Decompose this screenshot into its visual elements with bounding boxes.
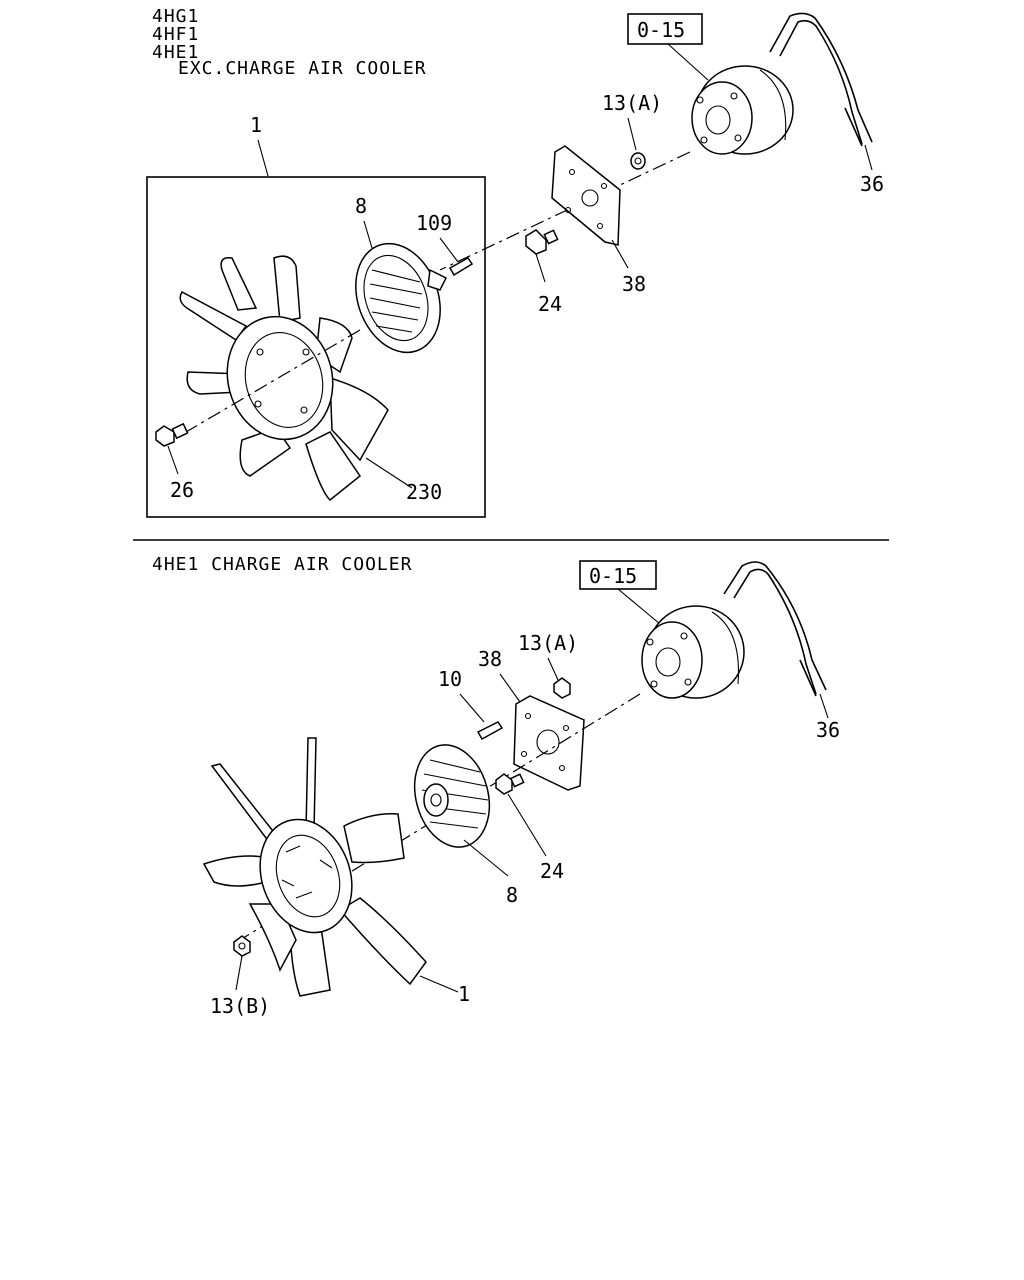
stud-10-lower — [476, 721, 504, 741]
lower-reference-label: 0-15 — [589, 564, 637, 588]
engine-code-2: 4HF1 — [152, 24, 199, 45]
fan-clutch-upper — [355, 242, 448, 354]
callout-stud-lower[interactable]: 10 — [438, 667, 462, 691]
upper-reference-label: 0-15 — [637, 18, 685, 42]
callout-nut-a-lower[interactable]: 13(A) — [518, 631, 578, 655]
callout-stud-upper[interactable]: 109 — [416, 211, 452, 235]
callout-bolt-26-upper[interactable]: 26 — [170, 478, 194, 502]
callout-bolt-24-lower[interactable]: 24 — [540, 859, 564, 883]
lower-reference-box[interactable]: 0-15 — [579, 560, 657, 590]
upper-reference-box[interactable]: 0-15 — [627, 13, 703, 45]
nut-13a-lower — [553, 677, 571, 699]
upper-condition-label: EXC.CHARGE AIR COOLER — [178, 58, 427, 79]
stud-109-upper — [448, 257, 474, 277]
engine-code-3: 4HE1 — [152, 42, 199, 63]
callout-nut-a-upper[interactable]: 13(A) — [602, 91, 662, 115]
callout-belt-upper[interactable]: 36 — [860, 172, 884, 196]
engine-code-1: 4HG1 — [152, 6, 199, 27]
callout-belt-lower[interactable]: 36 — [816, 718, 840, 742]
fan-assembly-frame — [146, 176, 486, 518]
spacer-plate-upper — [551, 145, 621, 246]
nut-13a-upper — [630, 152, 646, 170]
nut-13b-lower — [233, 935, 251, 957]
callout-spacer-lower[interactable]: 38 — [478, 647, 502, 671]
bolt-24-lower — [495, 773, 525, 795]
callout-fan-clutch-upper[interactable]: 8 — [355, 194, 367, 218]
callout-nut-b-lower[interactable]: 13(B) — [210, 994, 270, 1018]
fan-blade-upper — [179, 255, 389, 502]
callout-fan-clutch-lower[interactable]: 8 — [506, 883, 518, 907]
fan-clutch-lower — [413, 744, 491, 848]
drive-belt-upper — [769, 12, 873, 147]
callout-bolt-24-upper[interactable]: 24 — [538, 292, 562, 316]
callout-fan-assembly-upper[interactable]: 1 — [250, 113, 262, 137]
lower-condition-label: 4HE1 CHARGE AIR COOLER — [152, 554, 412, 575]
fan-lower — [202, 737, 427, 997]
bolt-26-upper — [155, 422, 189, 447]
upper-section: 4HG1 4HF1 4HE1 EXC.CHARGE AIR COOLER 0-1… — [146, 6, 884, 518]
drive-belt-lower — [723, 561, 827, 697]
bolt-24-upper — [525, 229, 559, 255]
callout-fan-blade-upper[interactable]: 230 — [406, 480, 442, 504]
water-pump-pulley-lower — [641, 605, 745, 699]
spacer-plate-lower — [513, 695, 585, 791]
lower-section: 4HE1 CHARGE AIR COOLER 0-15 36 13(A) — [152, 554, 840, 1018]
callout-fan-lower[interactable]: 1 — [458, 982, 470, 1006]
water-pump-pulley-upper — [691, 65, 794, 155]
callout-spacer-upper[interactable]: 38 — [622, 272, 646, 296]
